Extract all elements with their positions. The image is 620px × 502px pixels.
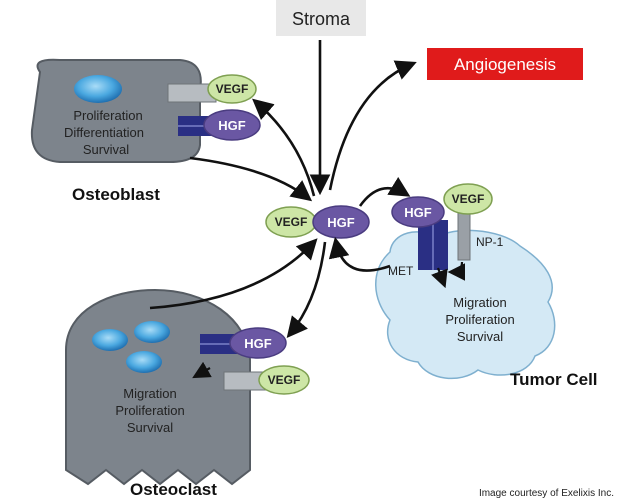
osteoblast-vegf-pill (207, 74, 257, 104)
arrow-to-tumor (358, 176, 411, 207)
osteoblast-hgf-pill (203, 109, 261, 141)
stroma-box: Stroma (276, 0, 366, 36)
tumor-effect-1: Migration (453, 295, 506, 310)
osteoclast-effect-1: Migration (123, 386, 176, 401)
osteoclast-nucleus-3 (126, 351, 162, 373)
osteoclast-cell: Migration Proliferation Survival HGF VEG… (65, 288, 310, 486)
osteoblast-effect-3: Survival (83, 142, 129, 157)
angiogenesis-label: Angiogenesis (454, 55, 556, 74)
osteoclast-nucleus-2 (134, 321, 170, 343)
svg-text:HGF: HGF (218, 118, 246, 133)
osteoblast-cell: Proliferation Differentiation Survival V… (30, 58, 261, 163)
svg-text:HGF: HGF (327, 215, 355, 230)
signal-arrows (149, 40, 417, 339)
osteoclast-nucleus-1 (92, 329, 128, 351)
tumor-np1-receptor (457, 207, 471, 261)
arrow-from-osteoclast (149, 238, 318, 310)
arrow-to-osteoblast (252, 98, 316, 197)
arrow-from-tumor (328, 236, 391, 272)
tumor-effect-3: Survival (457, 329, 503, 344)
met-label: MET (388, 264, 414, 278)
osteoclast-name: Osteoclast (130, 480, 217, 499)
svg-text:VEGF: VEGF (268, 373, 301, 387)
arrow-to-angiogenesis (328, 60, 417, 191)
osteoblast-nucleus (74, 75, 122, 103)
osteoblast-name: Osteoblast (72, 185, 160, 204)
stroma-label: Stroma (292, 9, 351, 29)
svg-text:VEGF: VEGF (216, 82, 249, 96)
arrow-from-osteoblast (189, 156, 313, 202)
angiogenesis-box: Angiogenesis (427, 48, 583, 80)
svg-text:VEGF: VEGF (275, 215, 308, 229)
osteoclast-vegf-pill (258, 365, 310, 395)
center-ligands: VEGF HGF (265, 205, 370, 239)
osteoblast-effect-1: Proliferation (73, 108, 142, 123)
tumor-name: Tumor Cell (510, 370, 598, 389)
osteoclast-effect-3: Survival (127, 420, 173, 435)
image-credit: Image courtesy of Exelixis Inc. (479, 488, 614, 499)
tumor-vegf-pill (443, 183, 493, 215)
svg-text:HGF: HGF (404, 205, 432, 220)
osteoclast-effect-2: Proliferation (115, 403, 184, 418)
tumor-effect-2: Proliferation (445, 312, 514, 327)
tumor-hgf-pill (391, 196, 445, 228)
tumor-cell: HGF VEGF NP-1 MET Migration Proliferatio… (375, 183, 556, 380)
osteoclast-hgf-pill (229, 327, 287, 359)
np1-label: NP-1 (476, 235, 504, 249)
arrow-to-osteoclast (286, 241, 327, 339)
osteoblast-effect-2: Differentiation (64, 125, 144, 140)
svg-text:VEGF: VEGF (452, 192, 485, 206)
svg-text:HGF: HGF (244, 336, 272, 351)
